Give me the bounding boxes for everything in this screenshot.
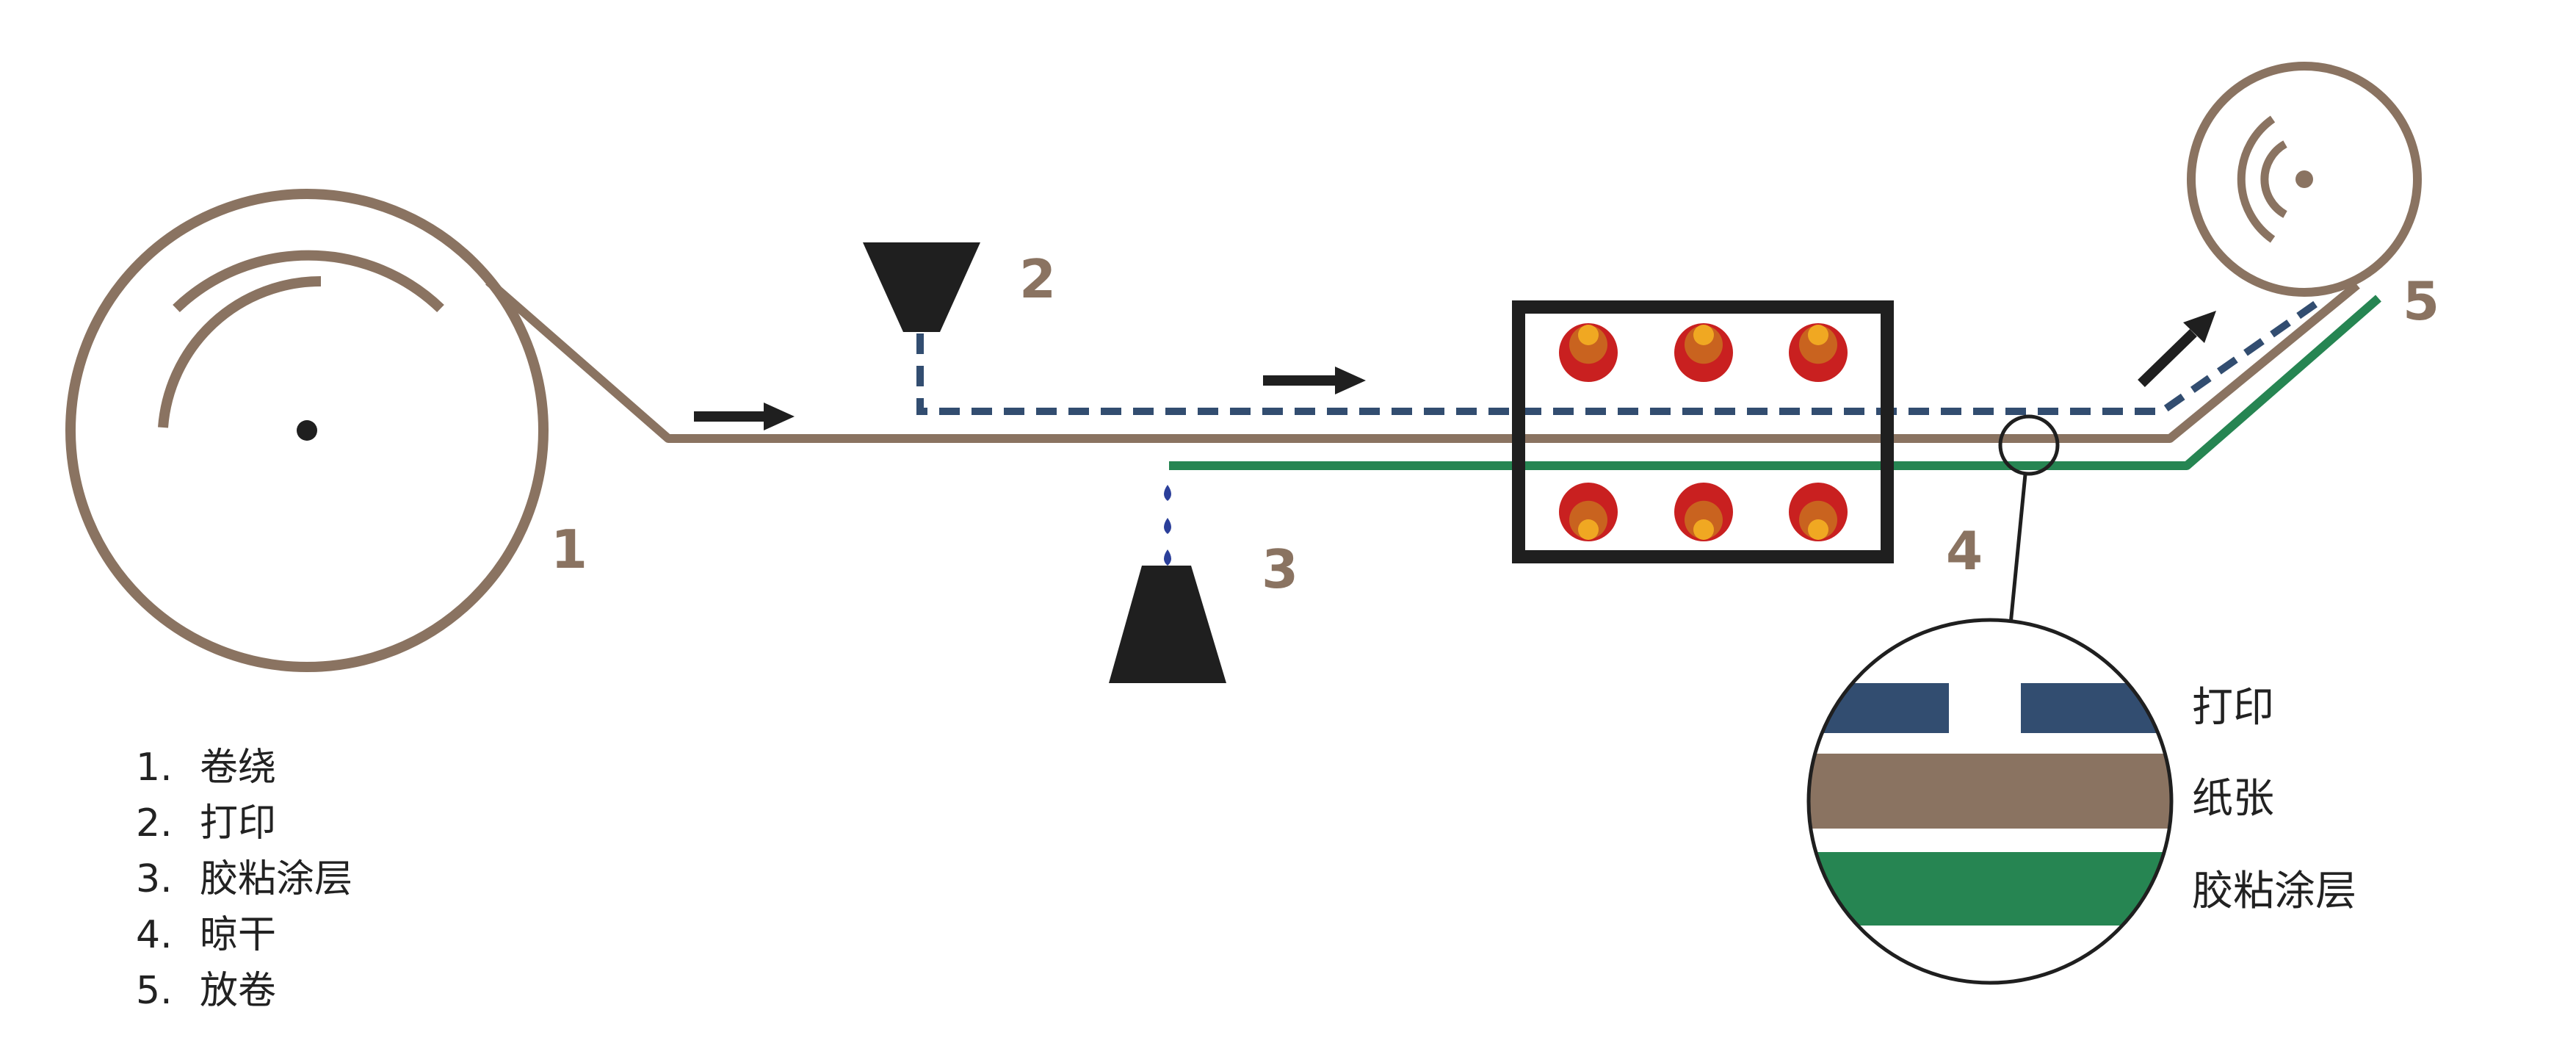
- legend-number-2: 2.: [136, 801, 173, 845]
- legend-text-1: 卷绕: [200, 746, 276, 790]
- drying-oven: [1512, 300, 1894, 563]
- heater-element: [1559, 323, 1618, 382]
- legend-number-4: 4.: [136, 913, 173, 957]
- unwind-roll-axle: [297, 420, 317, 441]
- unwind-roll-arc-outer: [173, 250, 444, 313]
- adhesive-layer: [1809, 852, 2171, 926]
- station-number-3: 3: [1262, 538, 1298, 600]
- legend-text-5: 放卷: [200, 969, 276, 1013]
- print-layer-right: [2021, 683, 2171, 733]
- adhesive-coater: [1109, 566, 1226, 683]
- station-number-5: 5: [2403, 270, 2439, 332]
- rewind-roll-arc-outer: [2237, 115, 2276, 243]
- unwind-roll-outline: [65, 189, 549, 672]
- layer-label-paper: 纸张: [2192, 775, 2274, 823]
- flow-arrow-2: [1263, 367, 1366, 394]
- heater-element: [1559, 483, 1618, 541]
- flow-arrow-1: [694, 403, 795, 430]
- adhesive-drops: [1164, 485, 1171, 566]
- print-layer-path: [916, 294, 2327, 415]
- rewind-roll-axle: [2295, 170, 2313, 188]
- legend-text-2: 打印: [200, 801, 276, 845]
- legend-text-4: 晾干: [200, 913, 276, 957]
- paper-web-path: [485, 278, 2360, 443]
- heater-element: [1674, 323, 1733, 382]
- rewind-roll-arc-inner: [2260, 140, 2287, 218]
- magnifier-marker: [1998, 414, 2060, 476]
- legend-number-1: 1.: [136, 746, 173, 790]
- station-number-4: 4: [1946, 520, 1983, 582]
- flow-arrow-3: [2138, 311, 2216, 388]
- rewind-roll: [2187, 62, 2422, 297]
- legend-number-5: 5.: [136, 969, 173, 1013]
- paper-layer: [1809, 754, 2171, 829]
- station-number-1: 1: [551, 519, 587, 580]
- legend-text-3: 胶粘涂层: [200, 857, 352, 901]
- legend-number-3: 3.: [136, 857, 173, 901]
- station-number-2: 2: [1019, 248, 1056, 310]
- rewind-roll-outline: [2187, 62, 2422, 297]
- legend: 1. 卷绕 2. 打印 3. 胶粘涂层 4. 晾干 5. 放卷: [136, 746, 352, 1013]
- adhesive-layer-path: [1169, 295, 2381, 470]
- layer-cross-section: [1806, 618, 2174, 985]
- unwind-roll-arc-inner: [158, 275, 322, 428]
- print-head: [863, 242, 980, 332]
- layer-label-adhesive: 胶粘涂层: [2192, 867, 2356, 915]
- unwind-roll: [65, 189, 549, 672]
- layer-label-print: 打印: [2192, 684, 2274, 732]
- heater-element: [1789, 323, 1848, 382]
- heaters: [1559, 323, 1848, 541]
- magnifier-leader-line: [2008, 474, 2027, 625]
- heater-element: [1789, 483, 1848, 541]
- print-layer-left: [1809, 683, 1949, 733]
- heater-element: [1674, 483, 1733, 541]
